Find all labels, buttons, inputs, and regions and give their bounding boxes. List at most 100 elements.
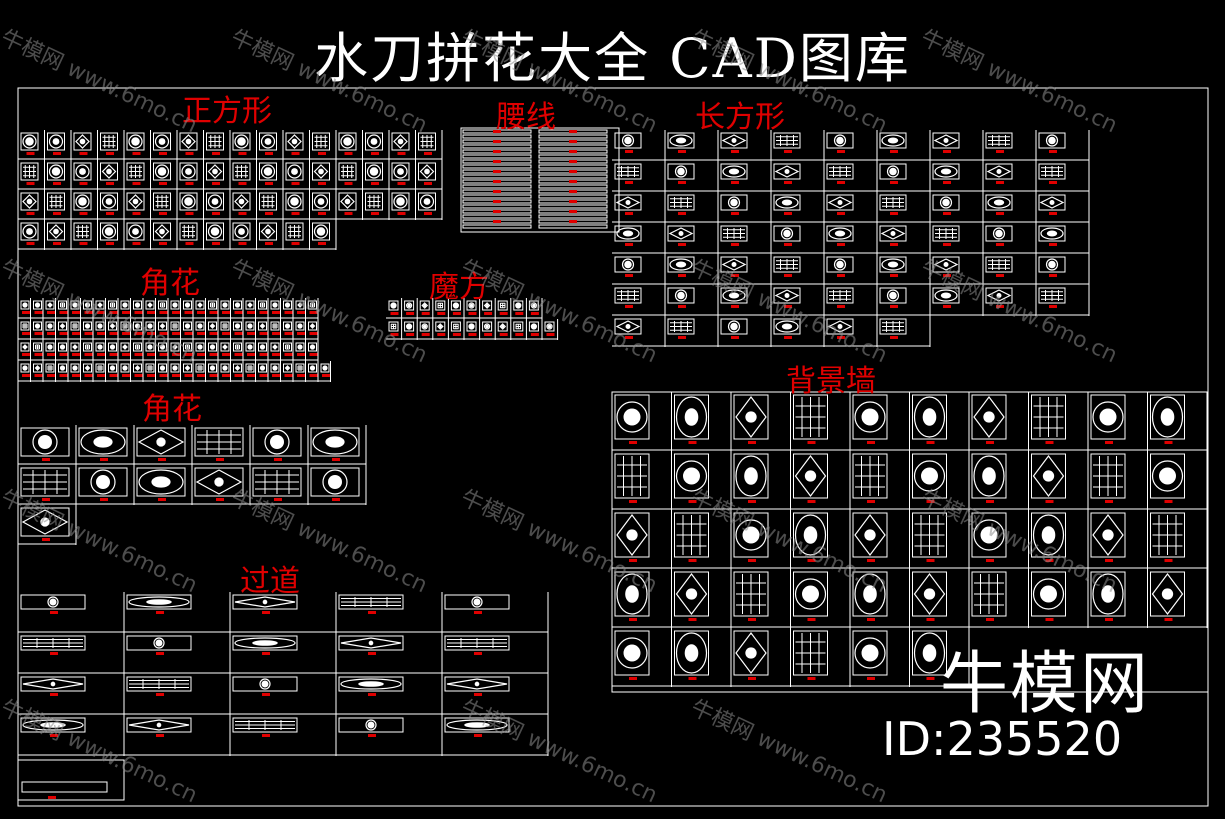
red-tag	[291, 212, 300, 215]
pattern-motif	[131, 137, 140, 146]
pattern-motif	[47, 302, 53, 308]
pattern-tile-outline	[208, 300, 217, 310]
pattern-motif	[436, 323, 444, 330]
pattern-tile-outline	[33, 321, 42, 331]
red-tag	[678, 243, 686, 246]
waistline-strip	[462, 174, 532, 179]
red-tag	[309, 353, 318, 356]
pattern-tile-outline	[971, 512, 1007, 558]
red-tag	[678, 150, 686, 153]
pattern-tile-outline	[126, 192, 145, 211]
pattern-tile-outline	[1038, 194, 1066, 211]
pattern-motif	[222, 344, 228, 350]
red-tag	[837, 150, 845, 153]
pattern-motif	[802, 585, 819, 603]
pattern-tile-outline	[78, 427, 128, 457]
pattern-motif	[973, 519, 1005, 551]
red-tag	[1049, 305, 1057, 308]
red-tag	[678, 274, 686, 277]
pattern-motif	[889, 291, 897, 300]
pattern-motif	[1032, 455, 1065, 497]
red-tag	[397, 212, 406, 215]
red-tag	[222, 353, 230, 356]
pattern-motif	[913, 396, 946, 438]
red-tag	[625, 181, 633, 184]
red-tag	[97, 311, 105, 314]
red-tag	[132, 182, 141, 185]
pattern-tile-outline	[497, 321, 508, 332]
pattern-motif	[84, 302, 91, 308]
red-tag	[184, 332, 193, 335]
pattern-motif	[828, 227, 852, 240]
pattern-tile-outline	[418, 192, 436, 211]
pattern-tile-outline	[879, 287, 907, 304]
red-tag	[297, 332, 305, 335]
pattern-motif	[23, 303, 27, 307]
pattern-tile-outline	[338, 676, 404, 692]
pattern-motif	[675, 632, 708, 674]
pattern-motif	[728, 168, 740, 175]
red-tag	[122, 311, 130, 314]
pattern-motif	[674, 289, 688, 302]
red-tag	[212, 152, 220, 155]
pattern-tile-outline	[20, 321, 30, 331]
pattern-motif	[774, 165, 800, 178]
pattern-motif	[148, 303, 152, 307]
red-tag	[837, 243, 845, 246]
pattern-tile-outline	[985, 225, 1013, 242]
red-tag	[625, 150, 633, 153]
pattern-motif	[285, 324, 290, 328]
pattern-tile-outline	[100, 222, 118, 241]
pattern-motif	[291, 138, 298, 145]
pattern-tile-outline	[45, 363, 55, 373]
red-tag	[262, 652, 270, 655]
red-tag	[72, 332, 80, 335]
pattern-tile-outline	[58, 342, 67, 352]
pattern-motif	[794, 455, 827, 497]
red-tag	[158, 498, 166, 501]
pattern-tile-outline	[1031, 394, 1066, 440]
red-tag	[996, 181, 1004, 184]
pattern-tile-outline	[47, 132, 65, 151]
red-tag	[147, 353, 155, 356]
pattern-tile-outline	[58, 363, 67, 373]
pattern-motif	[154, 224, 170, 239]
pattern-tile-outline	[20, 427, 70, 457]
pattern-motif	[889, 167, 897, 176]
pattern-motif	[73, 303, 77, 307]
pattern-tile-outline	[338, 717, 404, 733]
pattern-tile-outline	[793, 571, 828, 617]
pattern-tile-outline	[614, 194, 642, 211]
red-tag	[493, 180, 501, 183]
pattern-motif	[837, 200, 843, 205]
pattern-tile-outline	[614, 163, 642, 180]
red-tag	[629, 677, 637, 680]
pattern-tile-outline	[233, 342, 242, 352]
waistline-strip	[462, 154, 532, 159]
pattern-motif	[309, 344, 316, 350]
pattern-tile-outline	[773, 318, 801, 335]
pattern-tile-outline	[285, 162, 304, 181]
pattern-motif	[22, 134, 37, 149]
red-tag	[159, 182, 167, 185]
pattern-motif	[973, 455, 1005, 497]
pattern-motif	[298, 345, 302, 349]
pattern-tile-outline	[852, 512, 888, 558]
pattern-motif	[987, 196, 1011, 209]
red-tag	[807, 441, 816, 444]
pattern-motif	[325, 436, 345, 448]
pattern-motif	[626, 529, 638, 541]
pattern-motif	[922, 644, 937, 662]
pattern-tile-outline	[1150, 512, 1185, 558]
pattern-motif	[313, 164, 329, 179]
pattern-motif	[172, 344, 178, 350]
pattern-tile-outline	[338, 192, 357, 211]
pattern-motif	[446, 678, 508, 690]
pattern-tile-outline	[20, 507, 70, 537]
pattern-motif	[34, 302, 41, 308]
pattern-tile-outline	[1090, 394, 1126, 440]
pattern-motif	[298, 303, 302, 307]
red-tag	[184, 353, 193, 356]
red-tag	[26, 212, 35, 215]
